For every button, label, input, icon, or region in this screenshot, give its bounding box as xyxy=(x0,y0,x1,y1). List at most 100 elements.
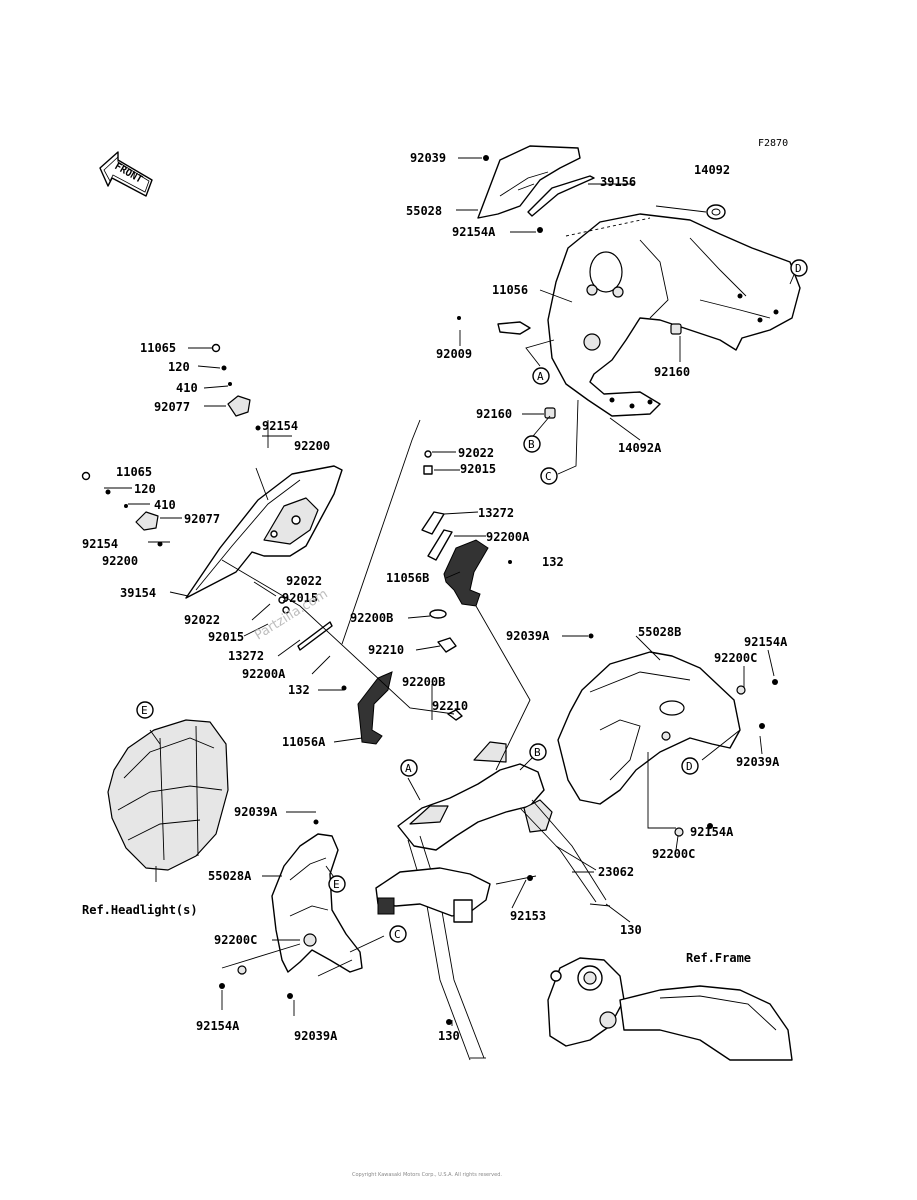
svg-text:C: C xyxy=(394,928,401,941)
part-13272-a xyxy=(297,621,333,651)
label-92154-b: 92154 xyxy=(82,537,118,551)
label-92039A-c: 92039A xyxy=(234,805,278,819)
figure-code: F2870 xyxy=(758,138,788,149)
svg-text:A: A xyxy=(405,762,412,775)
callout-a-lower: A xyxy=(400,759,418,777)
label-11065-b: 11065 xyxy=(116,465,152,479)
callout-d-upper: D xyxy=(790,259,808,277)
label-92160-left: 92160 xyxy=(476,407,512,421)
label-55028: 55028 xyxy=(406,204,442,218)
stay-upper xyxy=(397,763,545,851)
leader-lines xyxy=(104,157,797,1026)
part-92077-b xyxy=(135,511,159,531)
label-92154-a: 92154 xyxy=(262,419,298,433)
label-92009: 92009 xyxy=(436,347,472,361)
label-410-a: 410 xyxy=(176,381,198,395)
svg-text:D: D xyxy=(686,760,693,773)
label-120-b: 120 xyxy=(134,482,156,496)
label-39154: 39154 xyxy=(120,586,156,600)
label-92022-c: 92022 xyxy=(458,446,494,460)
svg-text:C: C xyxy=(545,470,552,483)
callout-c-lower: C xyxy=(389,925,407,943)
label-92039: 92039 xyxy=(410,151,446,165)
label-92200-b: 92200 xyxy=(102,554,138,568)
label-92077-b: 92077 xyxy=(184,512,220,526)
part-55028 xyxy=(477,145,581,219)
part-92210-a xyxy=(437,637,457,653)
lower-right-cover-group xyxy=(557,633,778,837)
front-arrow-icon: FRONT xyxy=(99,151,153,197)
svg-text:E: E xyxy=(333,878,340,891)
part-11056 xyxy=(547,213,801,417)
label-130-b: 130 xyxy=(438,1029,460,1043)
label-92200-a: 92200 xyxy=(294,439,330,453)
ref-headlight-label: Ref.Headlight(s) xyxy=(82,903,198,917)
label-92200B-b: 92200B xyxy=(402,675,445,689)
callout-e-left: E xyxy=(136,701,154,719)
part-92200A-b xyxy=(427,529,453,561)
label-92039A-a: 92039A xyxy=(506,629,550,643)
windshield-group xyxy=(81,343,343,651)
part-92160-left xyxy=(544,407,556,419)
label-55028A: 55028A xyxy=(208,869,252,883)
part-92160-right xyxy=(670,323,682,335)
callout-d-lower: D xyxy=(681,757,699,775)
part-92200B-a xyxy=(429,609,447,619)
label-92077-a: 92077 xyxy=(154,400,190,414)
label-11056B: 11056B xyxy=(386,571,429,585)
label-92200A-b: 92200A xyxy=(486,530,530,544)
label-132-b: 132 xyxy=(288,683,310,697)
copyright-text: Copyright Kawasaki Motors Corp., U.S.A. … xyxy=(352,1172,502,1178)
part-55028B xyxy=(557,651,741,805)
part-92009 xyxy=(497,321,531,335)
label-92039A-b: 92039A xyxy=(736,755,780,769)
callout-e-lower: E xyxy=(328,875,346,893)
part-92077-a xyxy=(227,395,251,417)
lower-left-cover-group xyxy=(219,819,363,999)
callout-b-lower: B xyxy=(529,743,547,761)
label-92210-a: 92210 xyxy=(368,643,404,657)
label-92154A-a: 92154A xyxy=(744,635,788,649)
part-11056A xyxy=(357,671,393,745)
svg-text:B: B xyxy=(534,746,541,759)
label-92154A-b: 92154A xyxy=(690,825,734,839)
label-120-a: 120 xyxy=(168,360,190,374)
callout-c-upper: C xyxy=(540,467,558,485)
label-130-a: 130 xyxy=(620,923,642,937)
headlight-cover xyxy=(107,719,229,871)
callout-circles: A B C D E A B D xyxy=(136,259,808,943)
label-11065-a: 11065 xyxy=(140,341,176,355)
label-23062: 23062 xyxy=(598,865,634,879)
label-14092A: 14092A xyxy=(618,441,662,455)
label-13272-b: 13272 xyxy=(478,506,514,520)
label-92210-b: 92210 xyxy=(432,699,468,713)
label-39156: 39156 xyxy=(600,175,636,189)
svg-text:E: E xyxy=(141,704,148,717)
label-92015-a: 92015 xyxy=(282,591,318,605)
label-410-b: 410 xyxy=(154,498,176,512)
label-92200B-a: 92200B xyxy=(350,611,393,625)
label-11056A: 11056A xyxy=(282,735,326,749)
headlight-group xyxy=(107,719,229,871)
part-13272-b xyxy=(421,511,445,535)
label-92154A-c: 92154A xyxy=(196,1019,240,1033)
callout-a-upper: A xyxy=(532,367,550,385)
upper-cowl-group xyxy=(457,145,801,419)
label-92153: 92153 xyxy=(510,909,546,923)
ref-frame-label: Ref.Frame xyxy=(686,951,751,965)
label-13272-a: 13272 xyxy=(228,649,264,663)
label-92039A-d: 92039A xyxy=(294,1029,338,1043)
part-11056B xyxy=(443,539,489,607)
label-55028B: 55028B xyxy=(638,625,681,639)
part-14092 xyxy=(706,204,726,220)
stay-frame-group xyxy=(375,741,793,1061)
label-92200A-a: 92200A xyxy=(242,667,286,681)
part-39156 xyxy=(527,175,595,217)
label-14092: 14092 xyxy=(694,163,730,177)
label-92022-a: 92022 xyxy=(286,574,322,588)
label-92015-c: 92015 xyxy=(460,462,496,476)
label-132-a: 132 xyxy=(542,555,564,569)
label-92200C-a: 92200C xyxy=(714,651,757,665)
svg-text:A: A xyxy=(537,370,544,383)
